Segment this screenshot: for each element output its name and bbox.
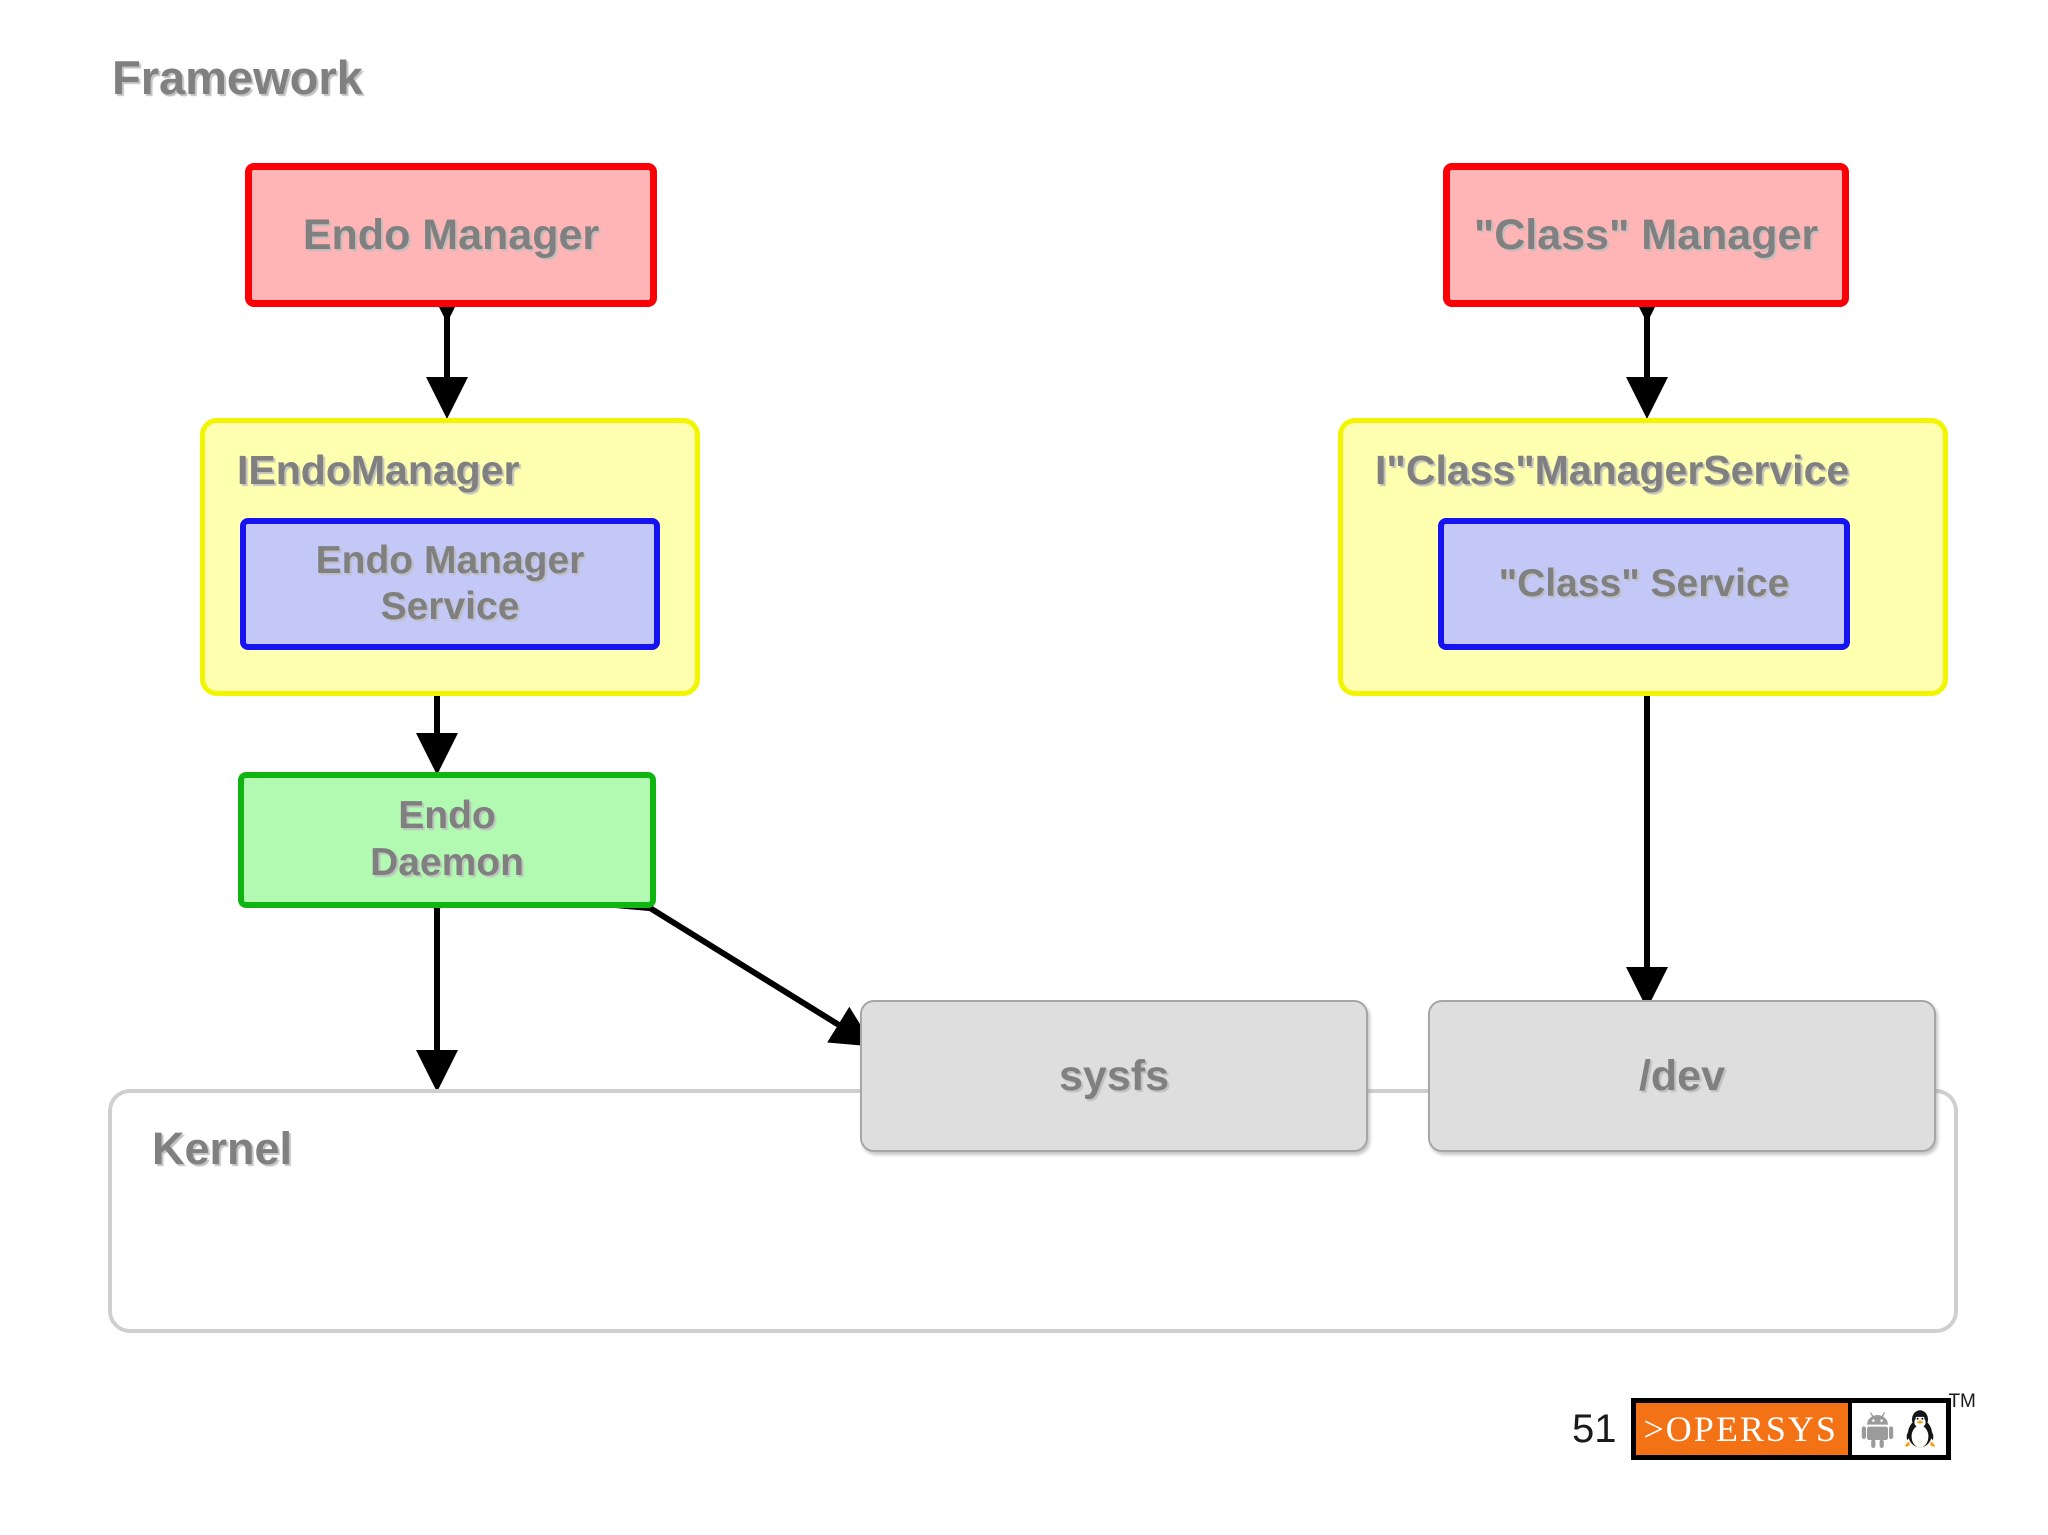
class-manager-label: "Class" Manager [1473, 210, 1819, 259]
endo-manager-service-box[interactable]: Endo Manager Service [240, 518, 660, 650]
endo-daemon-box[interactable]: Endo Daemon [238, 772, 656, 908]
page-title: Framework [112, 51, 363, 104]
dev-label: /dev [1638, 1051, 1726, 1100]
tux-penguin-icon [1904, 1410, 1935, 1448]
opersys-logo[interactable]: >OPERSYS [1630, 1391, 1976, 1460]
endo-manager-label: Endo Manager [302, 210, 600, 259]
endo-daemon-label: Endo Daemon [370, 794, 524, 884]
opersys-wordmark: >OPERSYS [1635, 1403, 1848, 1455]
sysfs-label: sysfs [1059, 1051, 1169, 1100]
kernel-label: Kernel [152, 1123, 293, 1174]
class-service-label: "Class" Service [1498, 561, 1790, 605]
iendomanager-label: IEndoManager [237, 447, 520, 493]
android-robot-icon [1861, 1412, 1894, 1448]
sysfs-box[interactable]: sysfs [860, 1000, 1368, 1152]
dev-box[interactable]: /dev [1428, 1000, 1936, 1152]
endo-manager-box[interactable]: Endo Manager [245, 163, 657, 307]
kernel-container: Kernel [108, 1089, 1958, 1333]
class-service-box[interactable]: "Class" Service [1438, 518, 1850, 650]
endo-manager-service-label: Endo Manager Service [315, 538, 585, 628]
class-manager-box[interactable]: "Class" Manager [1443, 163, 1849, 307]
trademark-mark: TM [1948, 1391, 1976, 1412]
footer: 51 >OPERSYS [1572, 1391, 1976, 1460]
logo-icon-panel [1847, 1403, 1946, 1455]
arrow-endo-daemon-to-sysfs [609, 871, 874, 1047]
iclass-manager-service-label: I"Class"ManagerService [1375, 447, 1850, 493]
page-number: 51 [1572, 1407, 1617, 1451]
